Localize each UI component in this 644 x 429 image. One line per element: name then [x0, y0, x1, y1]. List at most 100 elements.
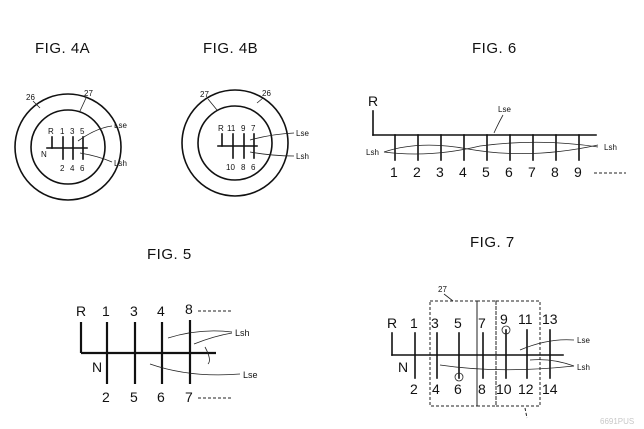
fig-7-label-bottom: 12 — [518, 381, 534, 397]
fig-4a-lsh-leader — [79, 152, 113, 163]
fig-4a-label-neutral: N — [41, 150, 47, 159]
fig-6-lsh-right-label: Lsh — [604, 143, 617, 152]
fig-5-label-top: R — [76, 303, 86, 319]
fig-7-label-top: R — [387, 315, 397, 331]
fig-4b-inner-ring — [197, 105, 273, 181]
fig-6-gear-label: 3 — [436, 164, 444, 180]
fig-7-label-top: 1 — [410, 315, 418, 331]
fig-4a-label-bottom-1: 4 — [70, 164, 75, 173]
fig-4a-ref-outer: 26 — [26, 93, 35, 102]
fig-7-label-neutral: N — [398, 359, 408, 375]
fig-4b-ref-inner: 27 — [200, 90, 209, 99]
fig-7-label-top: 9 — [500, 311, 508, 327]
fig-6-gear-label: 1 — [390, 164, 398, 180]
fig-4b-lse-label: Lse — [296, 129, 309, 138]
fig-4b-label-top-1: 11 — [227, 124, 236, 133]
fig-6-gear-label: 6 — [505, 164, 513, 180]
fig-7-label-top: 7 — [478, 315, 486, 331]
fig-4b-ref-inner-leader — [207, 98, 218, 111]
fig-4b-label-bottom-0: 10 — [226, 163, 235, 172]
fig-6-gear-label: 4 — [459, 164, 467, 180]
fig-7-label-top: 3 — [431, 315, 439, 331]
fig-5-label-bottom: 5 — [130, 389, 138, 405]
fig-4b: FIG. 4B 27 26 R 11 9 7 10 8 6 Lse Lsh — [181, 40, 309, 197]
fig-7-box-left — [429, 300, 478, 407]
fig-7-lsh-leader-a — [439, 364, 575, 371]
fig-6-gear-label: 9 — [574, 164, 582, 180]
fig-5-lsh-label: Lsh — [235, 328, 250, 338]
fig-4b-label-top-2: 9 — [241, 124, 246, 133]
fig-4b-title: FIG. 4B — [203, 40, 258, 57]
fig-4a-label-bottom-2: 6 — [80, 164, 85, 173]
fig-5-lsh-leader-a — [167, 330, 233, 339]
fig-7-label-bottom: 6 — [454, 381, 462, 397]
fig-4b-lsh-label: Lsh — [296, 152, 309, 161]
fig-7-marker-9 — [501, 325, 511, 335]
fig-7-box-leader — [524, 407, 528, 419]
fig-4b-ref-outer: 26 — [262, 89, 271, 98]
fig-5-lse-label: Lse — [243, 370, 258, 380]
fig-5-label-bottom: 6 — [157, 389, 165, 405]
fig-4b-lse-leader — [249, 132, 295, 141]
fig-7-label-bottom: 4 — [432, 381, 440, 397]
fig-7-label-bottom: 2 — [410, 381, 418, 397]
fig-7-label-top: 11 — [518, 311, 533, 327]
fig-4a-ref-inner-leader — [79, 97, 87, 112]
fig-5-lsh-leader-b — [193, 332, 233, 345]
fig-6-gear-label: 2 — [413, 164, 421, 180]
fig-7-label-bottom: 8 — [478, 381, 486, 397]
fig-5-label-neutral: N — [92, 359, 102, 375]
fig-7-label-bottom: 10 — [496, 381, 512, 397]
fig-7-box-right — [495, 300, 541, 407]
fig-6-lse-leader — [493, 114, 504, 134]
fig-4b-label-top-0: R — [218, 124, 224, 133]
fig-6-gear-label: 7 — [528, 164, 536, 180]
fig-4b-label-bottom-1: 8 — [241, 163, 246, 172]
fig-6-lsh-curve-a — [383, 144, 599, 155]
fig-7-lsh-leader-b — [529, 359, 575, 367]
fig-5-lse-hook — [204, 346, 210, 365]
fig-6-reverse-label: R — [368, 93, 378, 109]
fig-5-lse-leader — [149, 363, 241, 376]
fig-4a-lsh-label: Lsh — [114, 159, 127, 168]
fig-7-label-top: 5 — [454, 315, 462, 331]
fig-5-label-top: 3 — [130, 303, 138, 319]
fig-5-label-top: 4 — [157, 303, 165, 319]
fig-6-lse-label: Lse — [498, 105, 511, 114]
fig-4a-label-top-0: R — [48, 127, 54, 136]
fig-4a-title: FIG. 4A — [35, 40, 90, 57]
fig-4a-label-bottom-0: 2 — [60, 164, 65, 173]
fig-4a-label-top-1: 1 — [60, 127, 65, 136]
fig-6-gear-label: 5 — [482, 164, 490, 180]
fig-4a: FIG. 4A 26 27 R 1 3 5 N 2 4 6 Lse Lsh — [14, 40, 127, 201]
fig-7-lse-label: Lse — [577, 336, 590, 345]
fig-4a-outer-ring — [14, 93, 122, 201]
fig-4b-lsh-leader — [249, 151, 295, 157]
fig-6: FIG. 6 R 1 2 3 4 5 6 7 8 9 Lse Lsh Lsh — [366, 40, 626, 180]
fig-5-title: FIG. 5 — [147, 246, 192, 263]
fig-5: FIG. 5 R 1 3 4 8 N 2 5 6 7 Lsh Lse — [76, 246, 258, 405]
fig-5-label-bottom: 2 — [102, 389, 110, 405]
fig-6-lsh-left-label: Lsh — [366, 148, 379, 157]
fig-4a-label-top-3: 5 — [80, 127, 85, 136]
fig-5-label-top: 1 — [102, 303, 110, 319]
fig-7: FIG. 7 27 R 1 3 5 7 9 11 13 N 2 4 6 8 10… — [387, 234, 590, 419]
fig-6-lsh-curve-b — [383, 141, 599, 155]
fig-4b-outer-ring — [181, 89, 289, 197]
fig-7-ref-leader — [443, 293, 454, 302]
fig-4a-ref-outer-leader — [32, 100, 41, 109]
fig-4a-inner-ring — [30, 109, 106, 185]
fig-4b-label-top-3: 7 — [251, 124, 256, 133]
fig-4b-label-bottom-2: 6 — [251, 163, 256, 172]
fig-7-label-bottom: 14 — [542, 381, 558, 397]
fig-7-ref: 27 — [438, 285, 447, 294]
fig-5-label-bottom: 7 — [185, 389, 193, 405]
fig-6-gear-label: 8 — [551, 164, 559, 180]
fig-4a-lse-leader — [77, 125, 113, 142]
fig-4b-ref-outer-leader — [256, 97, 264, 104]
fig-6-title: FIG. 6 — [472, 40, 517, 57]
fig-7-title: FIG. 7 — [470, 234, 515, 251]
fig-7-lsh-label: Lsh — [577, 363, 590, 372]
fig-4a-label-top-2: 3 — [70, 127, 75, 136]
